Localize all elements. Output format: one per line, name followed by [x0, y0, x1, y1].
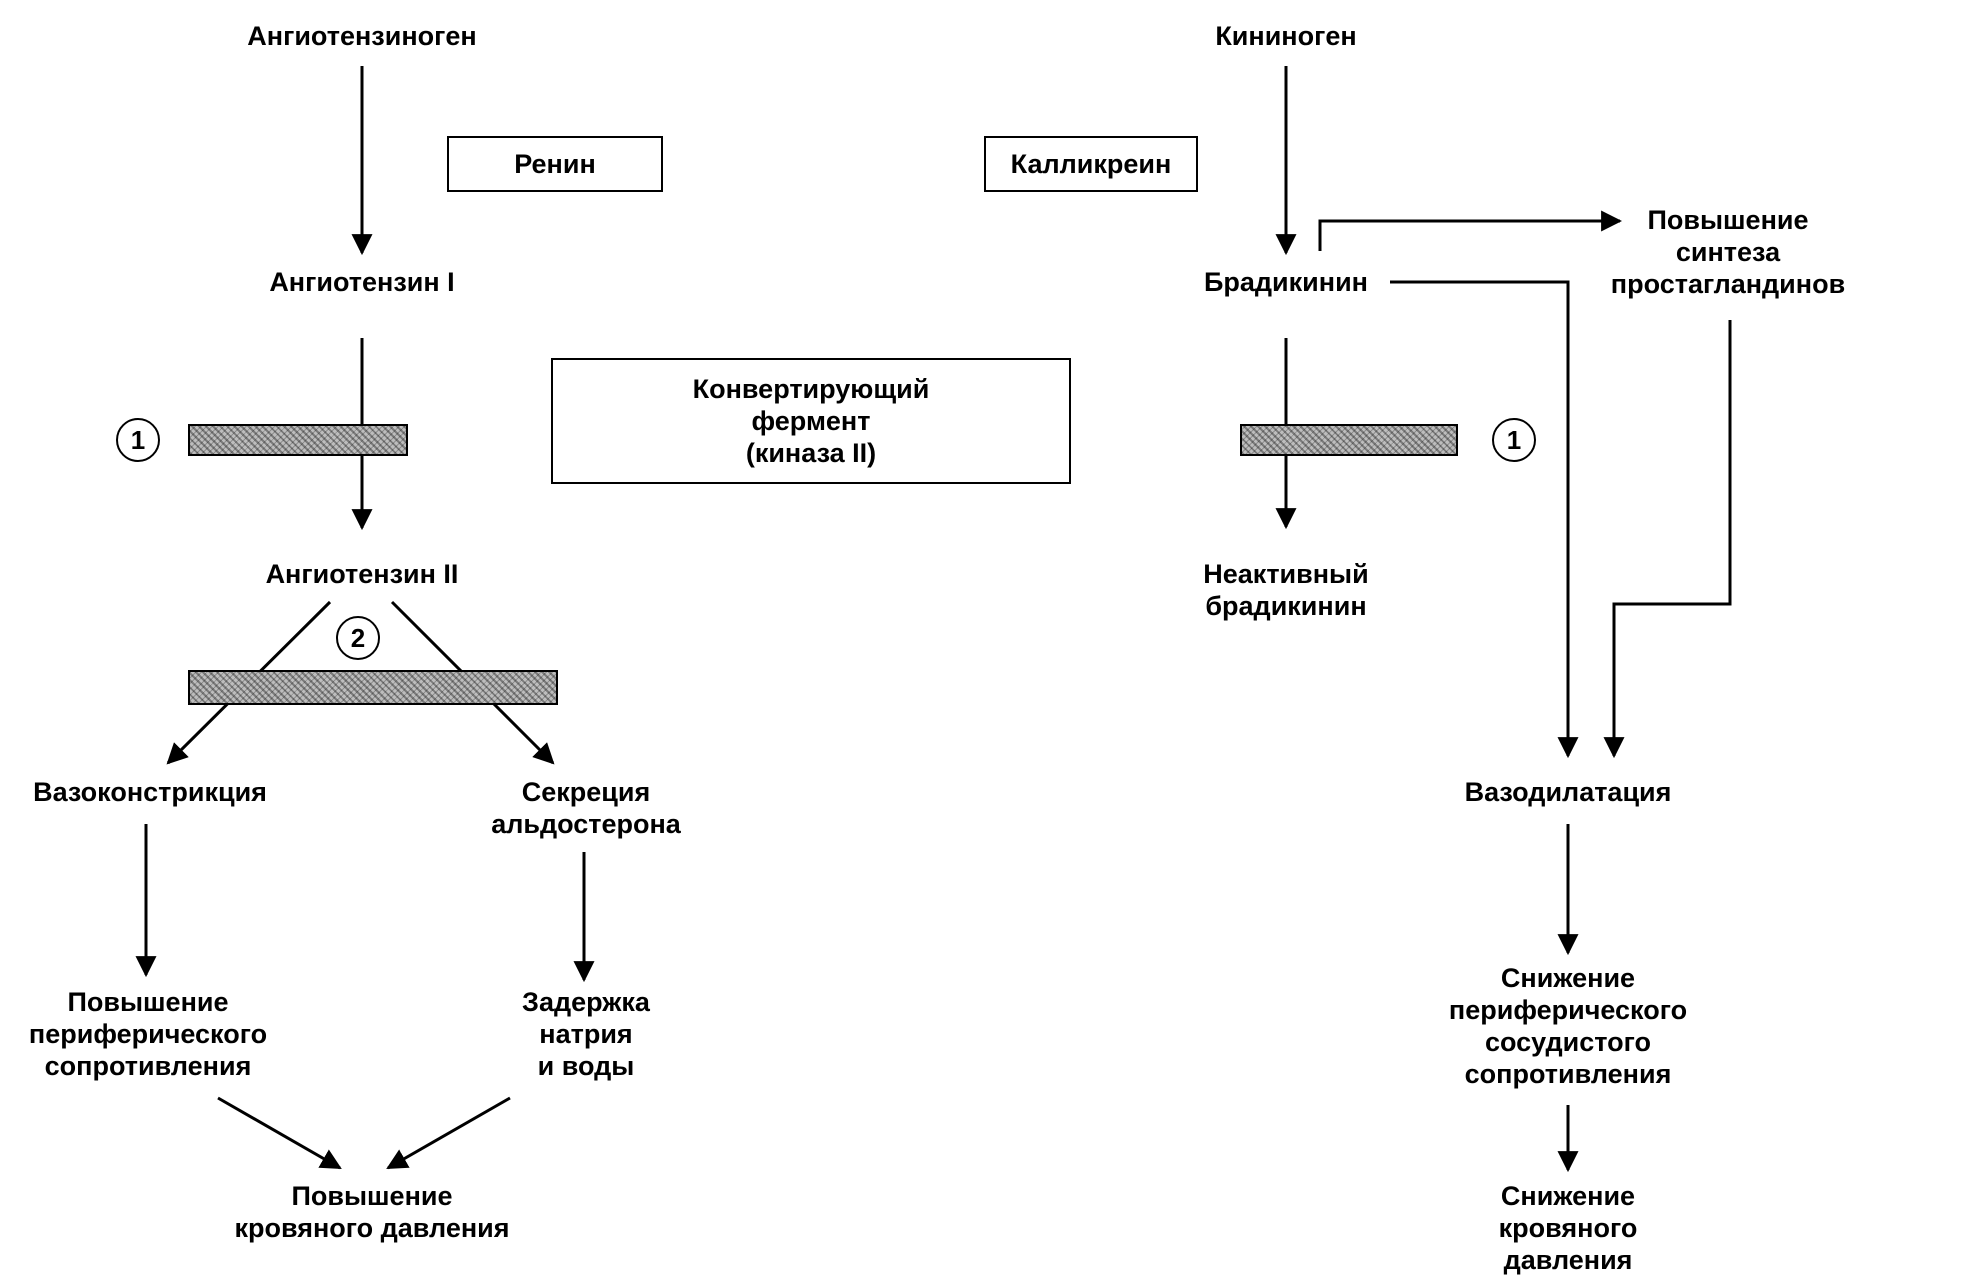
inhibitor-bar-2 — [188, 670, 558, 705]
label-vasoconstriction: Вазоконстрикция — [33, 777, 267, 807]
arrow-resistance-to-bp — [217, 1096, 342, 1170]
marker-1-right: 1 — [1492, 418, 1536, 462]
label-angiotensin-1: Ангиотензин I — [269, 267, 455, 297]
label-aldosterone-secretion: Секреция альдостерона — [491, 777, 681, 839]
label-angiotensin-2: Ангиотензин II — [265, 559, 459, 589]
label-bradykinin: Брадикинин — [1204, 267, 1368, 297]
label-vasodilation: Вазодилатация — [1464, 777, 1672, 807]
converting-enzyme-box: Конвертирующий фермент (киназа II) — [551, 358, 1071, 484]
label-kininogen: Кининоген — [1215, 21, 1357, 51]
kallikrein-box: Калликреин — [984, 136, 1198, 192]
marker-1-left: 1 — [116, 418, 160, 462]
label-prostaglandin-synthesis: Повышение синтеза простагландинов — [1610, 205, 1846, 299]
arrow-prostaglandins-to-vasodilation — [1603, 320, 1732, 759]
label-bp-decrease: Снижение кровяного давления — [1498, 1181, 1638, 1275]
label-angiotensinogen: Ангиотензиноген — [247, 21, 477, 51]
inhibitor-bar-right-1 — [1240, 424, 1458, 456]
arrow-sodium-to-bp — [386, 1096, 511, 1170]
label-bp-increase: Повышение кровяного давления — [234, 1181, 510, 1243]
label-peripheral-resistance-increase: Повышение периферического сопротивления — [28, 987, 268, 1081]
label-peripheral-vascular-resistance-decrease: Снижение периферического сосудистого соп… — [1448, 963, 1688, 1089]
arrow-bradykinin-to-prostaglandins — [1318, 210, 1623, 251]
label-sodium-water-retention: Задержка натрия и воды — [522, 987, 650, 1081]
arrow-bradykinin-to-vasodilation — [1390, 280, 1579, 759]
inhibitor-bar-left-1 — [188, 424, 408, 456]
renin-box: Ренин — [447, 136, 663, 192]
marker-2: 2 — [336, 616, 380, 660]
label-inactive-bradykinin: Неактивный брадикинин — [1203, 559, 1369, 621]
